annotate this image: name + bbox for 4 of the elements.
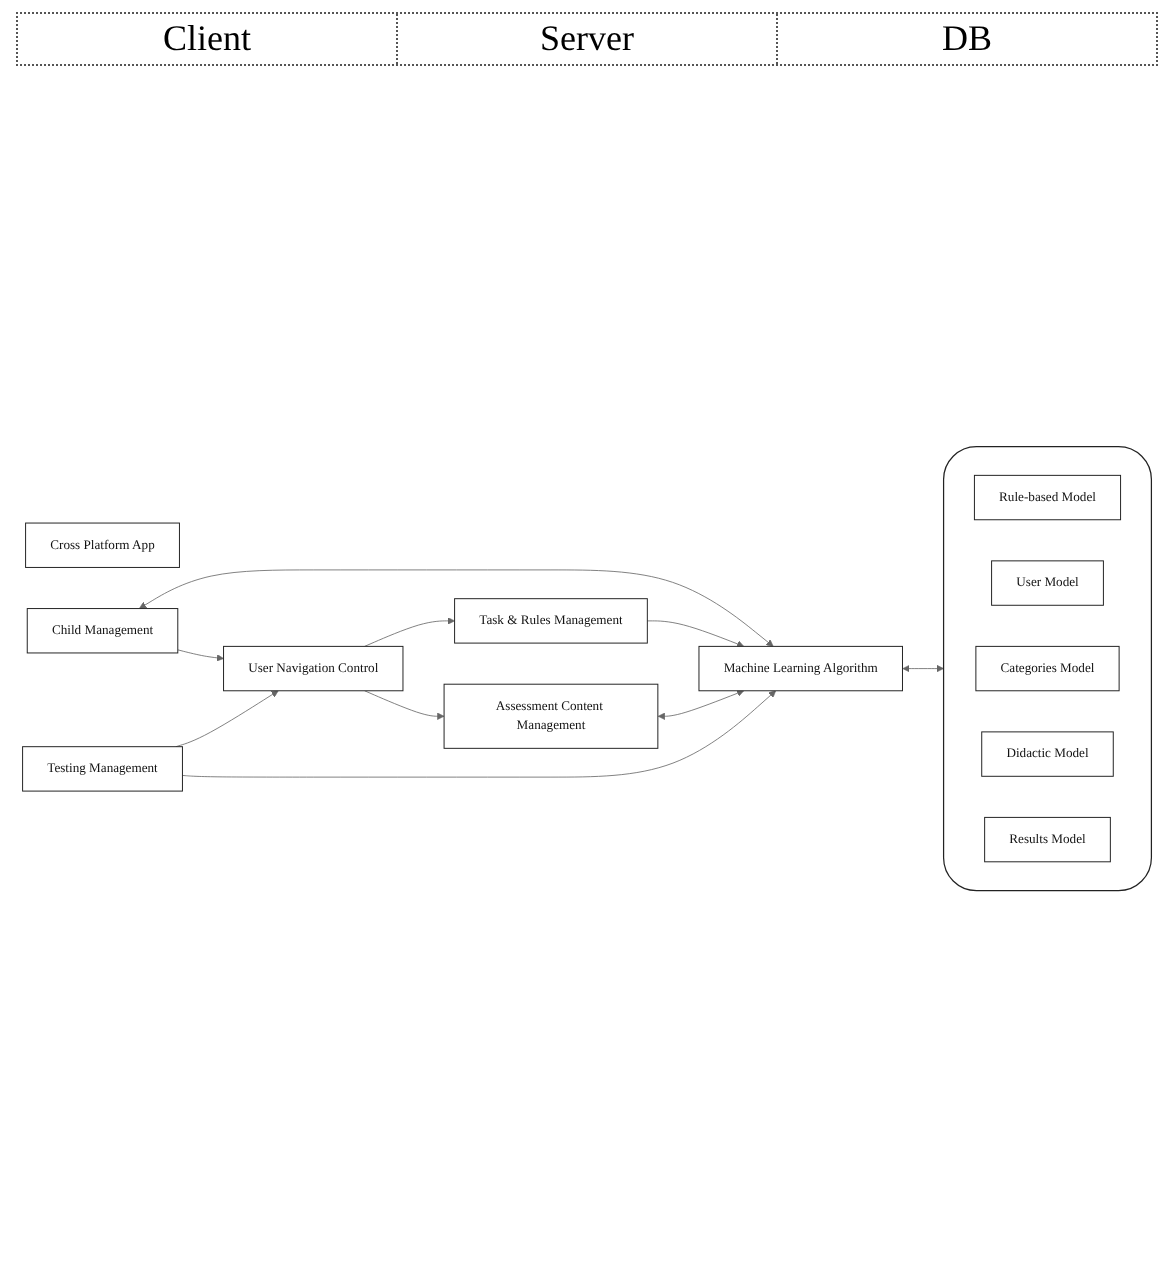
column-header: Server [398,14,778,64]
column-header: DB [939,16,994,62]
cluster [942,445,1153,891]
column-header: Client [18,14,398,64]
